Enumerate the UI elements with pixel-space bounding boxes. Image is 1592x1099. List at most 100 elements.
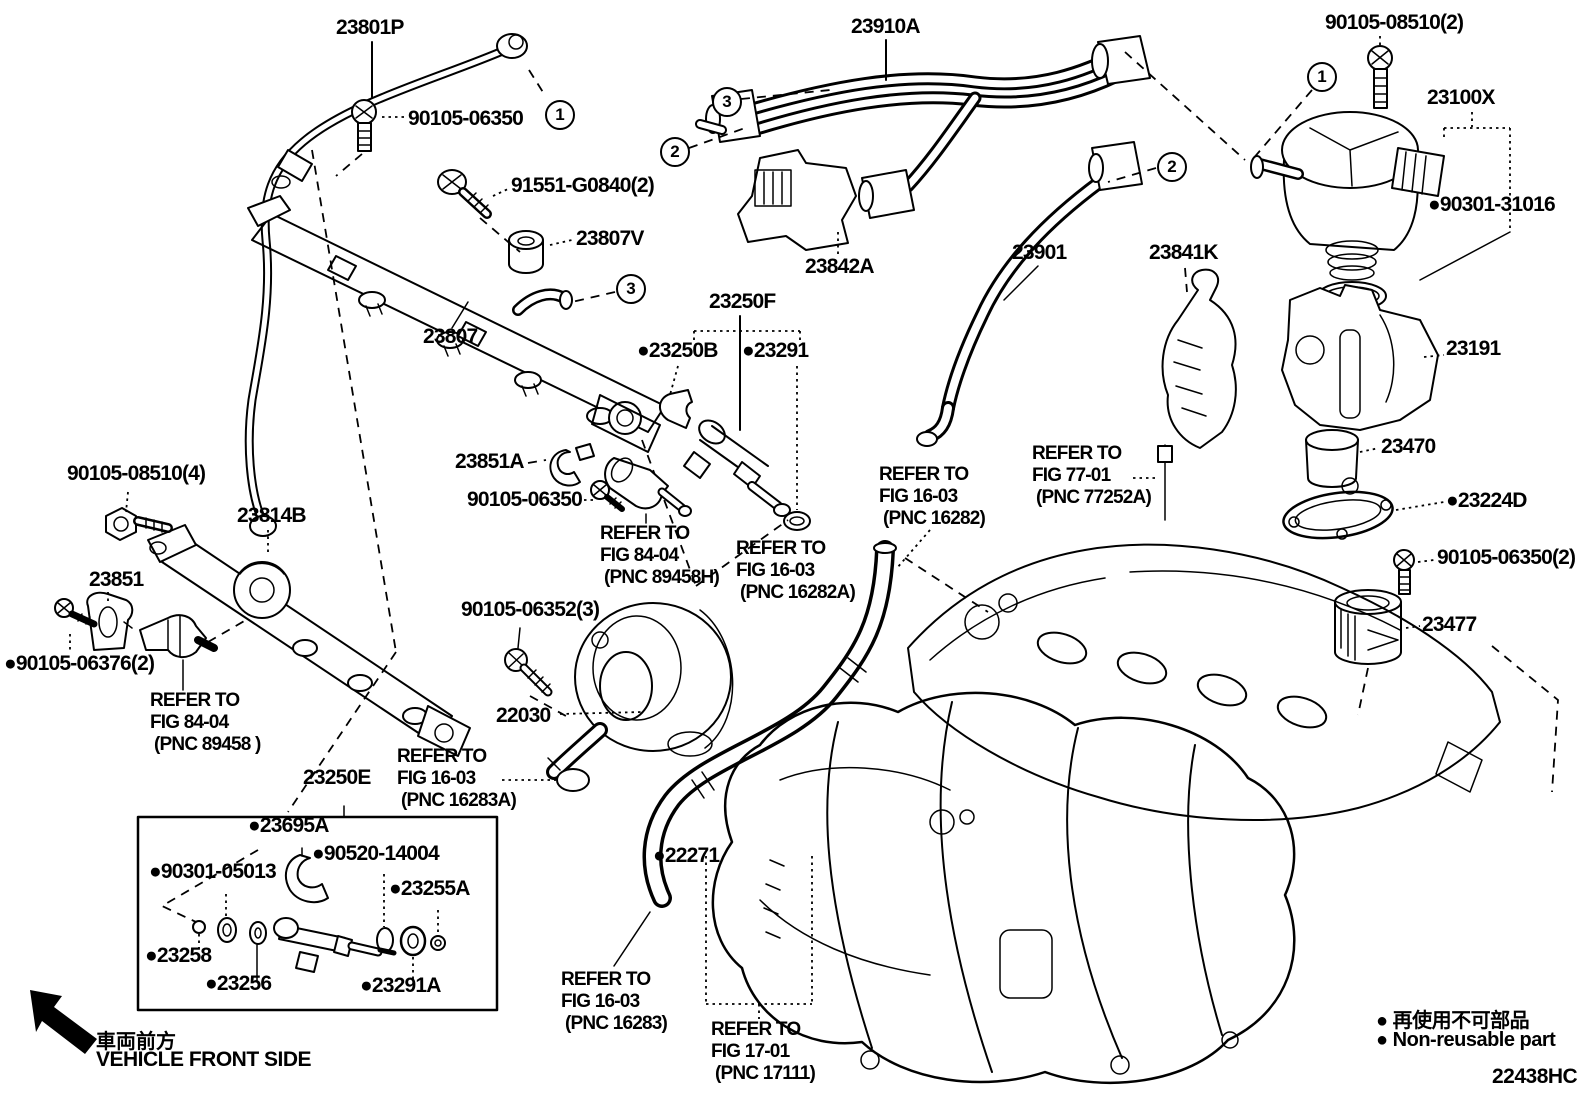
engine-head-art — [904, 444, 1559, 821]
part-label-23291[interactable]: ●23291 — [742, 339, 809, 362]
insulator-23851-art — [86, 591, 134, 651]
part-label-90105-06376[interactable]: ●90105-06376(2) — [4, 652, 155, 675]
part-label-23258[interactable]: ●23258 — [145, 944, 212, 967]
part-label-23191[interactable]: 23191 — [1446, 337, 1501, 360]
ref-note-fig84-04-89458: REFER TO FIG 84-04 (PNC 89458 ) — [150, 690, 261, 756]
pipe-23841K-art — [1161, 267, 1237, 449]
ref-line: REFER TO — [397, 746, 487, 767]
ref-line: FIG 16-03 — [397, 768, 476, 789]
part-label-23255A[interactable]: ●23255A — [389, 877, 470, 900]
part-label-90105-06350[interactable]: 90105-06350 — [408, 107, 524, 130]
ref-line: REFER TO — [150, 690, 240, 711]
ref-line: (PNC 77252A) — [1036, 487, 1152, 508]
bolt-90105-06350-top-art — [335, 99, 404, 177]
part-label-23470[interactable]: 23470 — [1381, 435, 1436, 458]
non-reusable-dot-icon: ● — [1376, 1010, 1388, 1032]
ref-line: REFER TO — [879, 464, 969, 485]
callout-circle-2a[interactable]: 2 — [660, 137, 690, 167]
part-label-90105-06352[interactable]: 90105-06352(3) — [461, 598, 600, 621]
part-label-22030[interactable]: 22030 — [496, 704, 551, 727]
ref-note-fig77-01-77252A: REFER TO FIG 77-01 (PNC 77252A) — [1032, 443, 1152, 509]
ref-line: (PNC 16283A) — [401, 790, 517, 811]
part-label-23224D[interactable]: ●23224D — [1446, 489, 1527, 512]
callout-circle-3a[interactable]: 3 — [712, 87, 742, 117]
sensor-89458-art — [139, 614, 247, 691]
fuel-rail-23807-art — [247, 195, 789, 587]
callout-circle-1a[interactable]: 1 — [545, 100, 575, 130]
part-label-90105-08510-4[interactable]: 90105-08510(4) — [67, 462, 206, 485]
fuel-rail-23814B-art — [147, 149, 471, 813]
bolt-90105-06350x2-art — [1393, 549, 1435, 595]
part-label-23851[interactable]: 23851 — [89, 568, 144, 591]
ref-line: (PNC 16282) — [883, 508, 986, 529]
part-label-23910A[interactable]: 23910A — [851, 15, 921, 38]
ref-line: (PNC 16283) — [565, 1013, 668, 1034]
part-label-23250E[interactable]: 23250E — [303, 766, 371, 789]
part-label-90301-31016[interactable]: ●90301-31016 — [1428, 193, 1556, 216]
callout-circle-3b[interactable]: 3 — [616, 274, 646, 304]
callout-circle-1b[interactable]: 1 — [1307, 62, 1337, 92]
part-label-23250B[interactable]: ●23250B — [637, 339, 718, 362]
part-label-91551-G0840[interactable]: 91551-G0840(2) — [511, 174, 655, 197]
ref-line: FIG 84-04 — [150, 712, 229, 733]
part-label-23842A[interactable]: 23842A — [805, 255, 875, 278]
part-label-90105-06350b[interactable]: 90105-06350 — [467, 488, 583, 511]
part-label-23291A[interactable]: ●23291A — [360, 974, 441, 997]
part-label-23250F[interactable]: 23250F — [709, 290, 776, 313]
part-label-90105-06350-2[interactable]: 90105-06350(2) — [1437, 546, 1576, 569]
vehicle-front-arrow — [30, 990, 97, 1054]
fuel-pump-23100X-art — [1250, 36, 1511, 311]
ref-line: (PNC 17111) — [715, 1063, 816, 1084]
ref-line: (PNC 89458 ) — [154, 734, 261, 755]
ref-line: REFER TO — [711, 1019, 801, 1040]
callout-leaders-art — [528, 69, 1157, 303]
part-label-23814B[interactable]: 23814B — [237, 504, 307, 527]
part-label-90520-14004[interactable]: ●90520-14004 — [312, 842, 440, 865]
part-label-23801P[interactable]: 23801P — [336, 16, 404, 39]
part-label-23851A[interactable]: 23851A — [455, 450, 525, 473]
ref-line: REFER TO — [736, 538, 826, 559]
ref-line: FIG 77-01 — [1032, 465, 1111, 486]
ref-note-fig84-04-89458H: REFER TO FIG 84-04 (PNC 89458H) — [600, 523, 720, 589]
bolt-91551-G0840-art — [437, 169, 521, 253]
ref-line: REFER TO — [561, 969, 651, 990]
part-label-90105-08510-2[interactable]: 90105-08510(2) — [1325, 11, 1464, 34]
part-label-23807V[interactable]: 23807V — [576, 227, 644, 250]
part-label-23841K[interactable]: 23841K — [1149, 241, 1219, 264]
legend-jp-text: 再使用不可部品 — [1392, 1010, 1530, 1032]
ref-note-fig16-03-16283A: REFER TO FIG 16-03 (PNC 16283A) — [397, 746, 517, 812]
ref-note-fig16-03-16283: REFER TO FIG 16-03 (PNC 16283) — [561, 969, 668, 1035]
injector-23250F-art — [659, 315, 811, 531]
insulator-23470-art — [1305, 429, 1380, 495]
part-label-23901[interactable]: 23901 — [1012, 241, 1067, 264]
ref-note-fig16-03-16282: REFER TO FIG 16-03 (PNC 16282) — [879, 464, 986, 530]
non-reusable-dot-icon: ● — [1376, 1029, 1388, 1051]
ref-line: FIG 16-03 — [736, 560, 815, 581]
part-label-23807[interactable]: 23807 — [423, 325, 478, 348]
part-label-22271[interactable]: ●22271 — [653, 844, 720, 867]
throttle-body-22030-art — [502, 602, 734, 792]
part-label-23100X[interactable]: 23100X — [1427, 86, 1495, 109]
part-label-23477[interactable]: 23477 — [1422, 613, 1477, 636]
bolt-90105-08510x4-art — [105, 491, 173, 541]
part-label-23695A[interactable]: ●23695A — [248, 814, 329, 837]
callout-circle-2b[interactable]: 2 — [1157, 152, 1187, 182]
ref-line: FIG 84-04 — [600, 545, 679, 566]
ref-line: FIG 16-03 — [561, 991, 640, 1012]
vehicle-front-label-jp: 車両前方 — [96, 1031, 176, 1053]
ref-line: (PNC 16282A) — [740, 582, 856, 603]
bushing-23477-art — [1334, 589, 1421, 716]
hose-23901-art — [916, 141, 1143, 447]
bolt-90105-06376-art — [54, 598, 98, 652]
bracket-23842A-art — [737, 149, 857, 254]
legend-non-reusable-jp: ● 再使用不可部品 — [1376, 1004, 1530, 1033]
legend-en-text: Non-reusable part — [1392, 1029, 1556, 1051]
part-label-23256[interactable]: ●23256 — [205, 972, 272, 995]
vehicle-front-label-en: VEHICLE FRONT SIDE — [96, 1048, 312, 1071]
part-label-90301-05013[interactable]: ●90301-05013 — [149, 860, 277, 883]
ref-line: (PNC 89458H) — [604, 567, 720, 588]
gasket-23224D-art — [1282, 490, 1445, 540]
ref-note-fig17-01-17111: REFER TO FIG 17-01 (PNC 17111) — [711, 1019, 816, 1085]
